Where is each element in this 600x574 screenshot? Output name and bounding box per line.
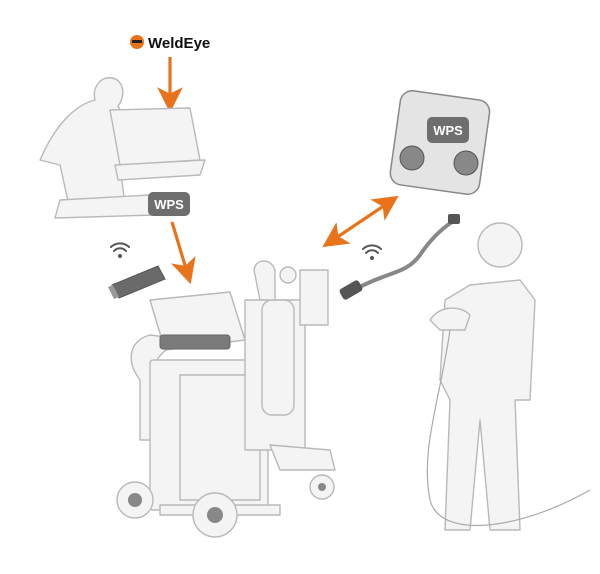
wifi-icon-left bbox=[110, 242, 130, 258]
weldeye-logo: WeldEye bbox=[130, 35, 210, 52]
svg-text:WPS: WPS bbox=[154, 197, 184, 212]
laptop-icon bbox=[109, 107, 201, 166]
wps-badge-tablet: WPS bbox=[427, 117, 469, 143]
weldeye-logo-text: WeldEye bbox=[148, 35, 210, 52]
usb-stick bbox=[108, 265, 166, 299]
remote-control-tablet: WPS bbox=[389, 89, 491, 195]
arrow-wps-to-welder bbox=[170, 221, 196, 285]
wps-badge-laptop: WPS bbox=[148, 192, 190, 216]
arrow-bidirectional-machine-tablet bbox=[322, 195, 399, 248]
welder-person bbox=[426, 222, 591, 531]
wifi-icon-right bbox=[362, 244, 382, 260]
svg-text:WPS: WPS bbox=[433, 123, 463, 138]
welding-torch bbox=[339, 214, 460, 300]
welding-machine bbox=[116, 260, 336, 538]
